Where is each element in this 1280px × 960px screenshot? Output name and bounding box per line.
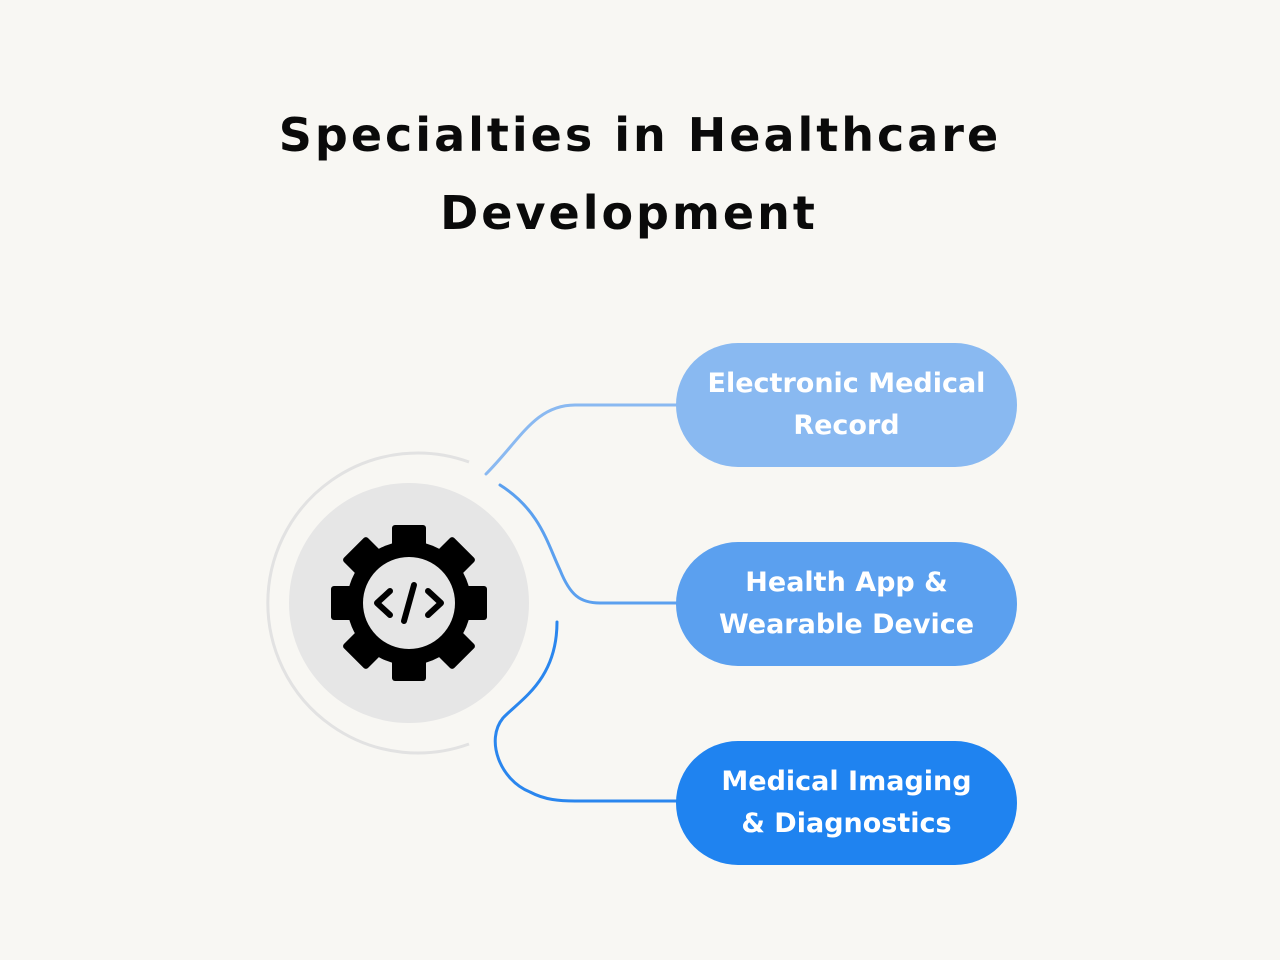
item-pill-3: Medical Imaging & Diagnostics: [676, 741, 1017, 865]
item-pill-2: Health App & Wearable Device: [676, 542, 1017, 666]
page-title: Specialties in Healthcare Development: [0, 96, 1280, 252]
item-pill-1: Electronic Medical Record: [676, 343, 1017, 467]
item-1-line-2: Record: [793, 410, 900, 441]
gear-code-icon: [331, 525, 487, 681]
item-3-line-2: & Diagnostics: [741, 808, 952, 839]
item-2-line-2: Wearable Device: [718, 609, 975, 640]
connector-1: [484, 403, 678, 476]
title-line-2: Development: [440, 186, 818, 240]
item-2-line-1: Health App &: [745, 567, 948, 598]
title-line-1: Specialties in Healthcare: [278, 108, 1002, 162]
connector-3: [493, 620, 678, 803]
item-1-line-1: Electronic Medical: [707, 368, 986, 399]
hub-outer-ring: [266, 451, 470, 755]
item-3-line-1: Medical Imaging: [721, 766, 972, 797]
connector-2: [498, 483, 678, 605]
